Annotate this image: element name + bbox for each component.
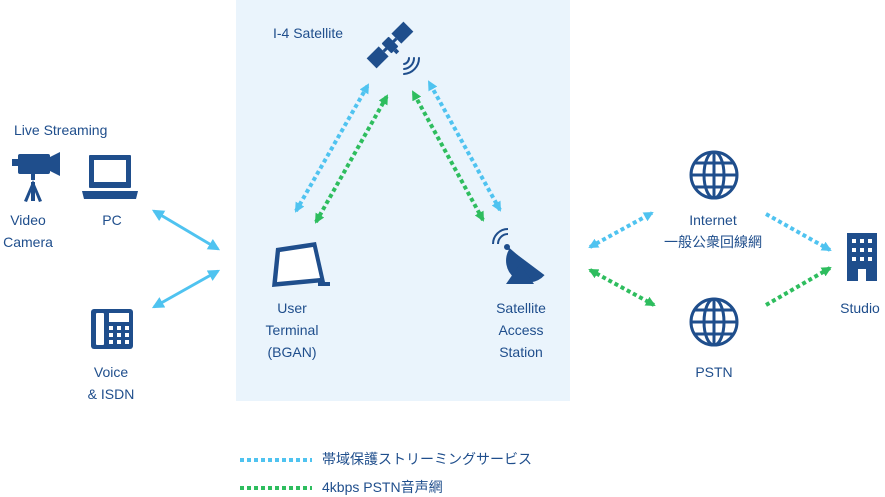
laptop-icon [82, 155, 138, 199]
internet-label: Internet 一般公衆回線網 [664, 212, 762, 250]
video-camera-label: Video Camera [3, 212, 53, 250]
pstn-label: PSTN [695, 364, 733, 380]
voice-isdn-label: Voice & ISDN [87, 364, 135, 402]
link-station-satellite-green [411, 90, 485, 222]
link-station-pstn [588, 268, 656, 307]
link-internet-studio [765, 212, 832, 252]
legend-pstn-label: 4kbps PSTN音声網 [322, 479, 443, 495]
legend-streaming-label: 帯域保護ストリーミングサービス [322, 451, 532, 467]
link-pstn-studio [764, 266, 832, 307]
satellite-segment-panel [236, 0, 570, 401]
tablet-terminal-icon [272, 242, 330, 287]
satellite-signal-icon [403, 57, 421, 75]
globe-icon [689, 150, 739, 200]
live-streaming-label: Live Streaming [14, 122, 108, 138]
building-icon [847, 233, 877, 281]
video-camera-icon [12, 152, 60, 202]
link-station-satellite-blue [427, 80, 502, 212]
pc-label: PC [102, 212, 122, 228]
studio-label: Studio [840, 300, 880, 316]
link-pc-to-terminal [151, 209, 221, 251]
link-phone-to-terminal [151, 269, 221, 309]
link-terminal-satellite-green [314, 94, 389, 224]
satellite-dish-icon [492, 228, 545, 284]
link-station-internet [588, 211, 654, 249]
globe-icon [689, 297, 739, 347]
satellite-access-station-label: Satellite Access Station [496, 300, 546, 360]
user-terminal-label: User Terminal (BGAN) [265, 300, 319, 360]
satellite-icon [366, 21, 414, 69]
desk-phone-icon [91, 309, 133, 349]
satellite-label: I-4 Satellite [272, 25, 344, 41]
